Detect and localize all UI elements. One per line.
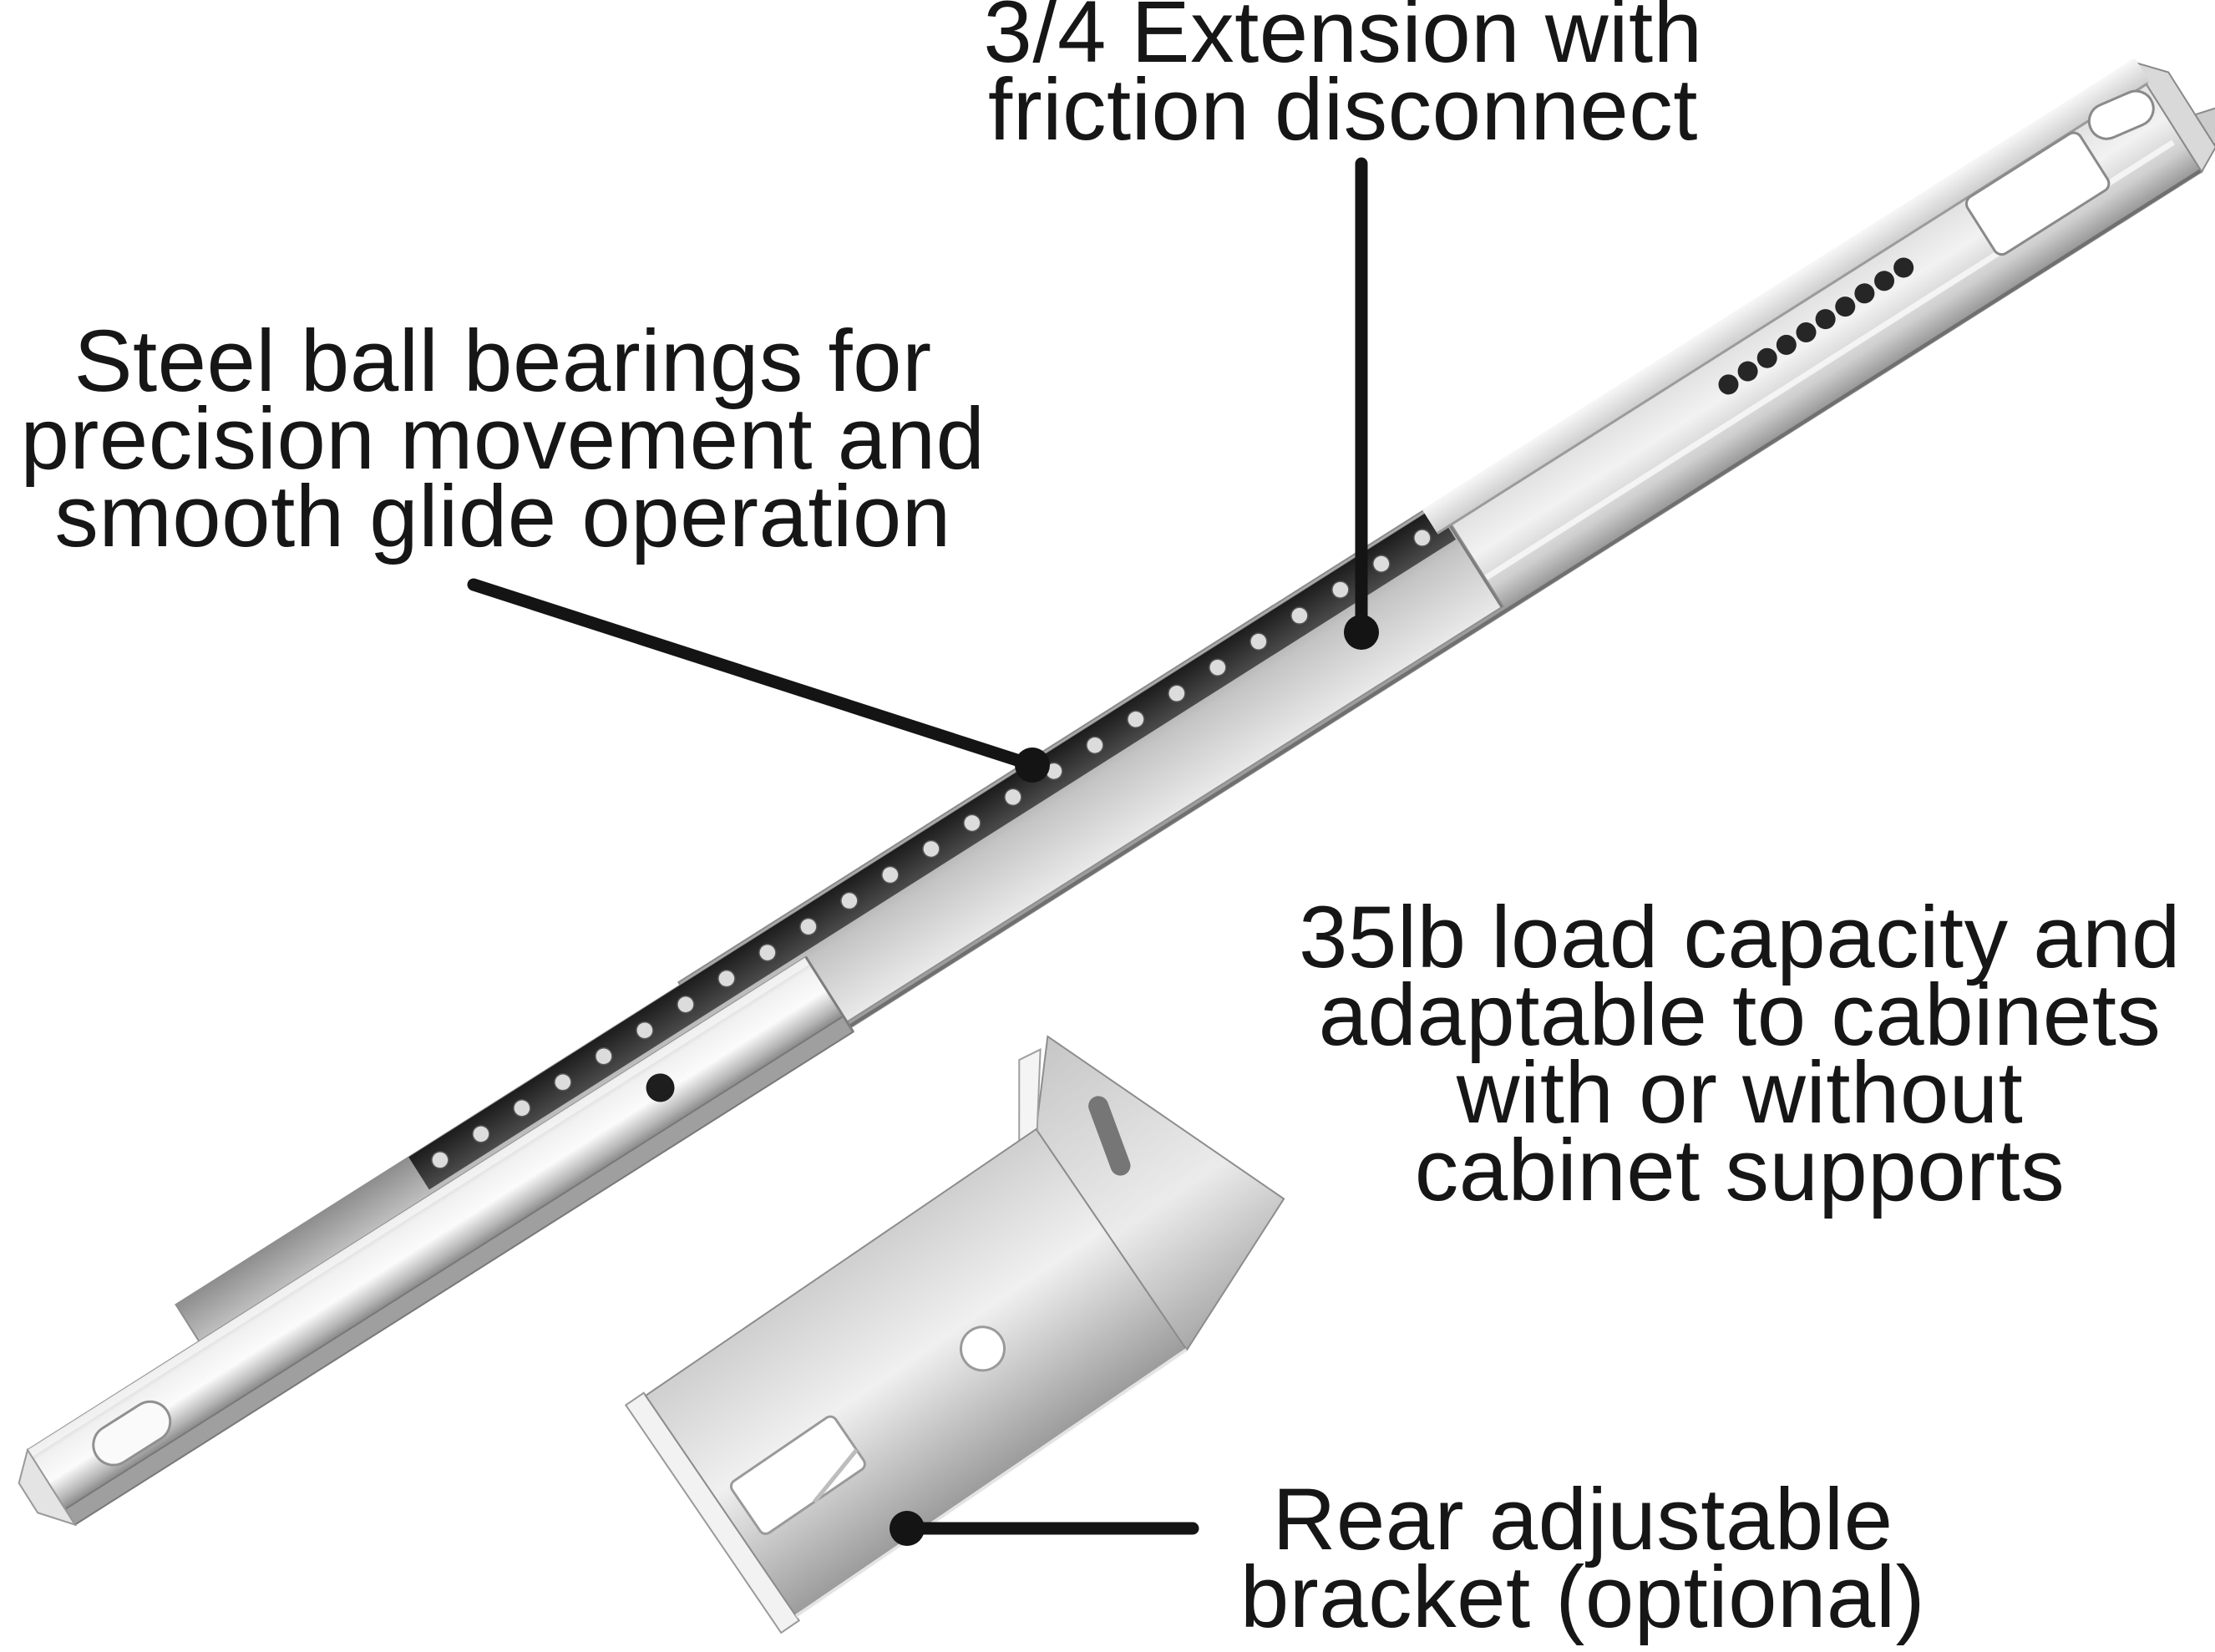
drawer-member <box>18 955 854 1527</box>
callout-dot-bracket <box>890 1511 925 1546</box>
annotation-line: friction disconnect <box>988 61 1698 159</box>
mounting-hole <box>646 1073 675 1102</box>
drawer-member-end-cap <box>18 1447 78 1527</box>
callout-dot-extension <box>1344 615 1379 650</box>
callouts <box>467 157 1379 1546</box>
callout-dot-bearings <box>1015 747 1050 783</box>
angled-slot <box>2087 89 2155 140</box>
annotation-line: adaptable to cabinets <box>1318 966 2162 1064</box>
bearings-annotation: Steel ball bearings for precision moveme… <box>20 312 986 565</box>
capacity-annotation: 35lb load capacity and adaptable to cabi… <box>1299 889 2181 1219</box>
rear-bracket <box>624 1035 1285 1634</box>
annotation-line: bracket (optional) <box>1239 1548 1926 1646</box>
annotation-line: with or without <box>1456 1044 2024 1142</box>
annotation-line: cabinet supports <box>1414 1122 2065 1219</box>
bracket-adjust-slot <box>729 1415 866 1535</box>
bracket-annotation: Rear adjustable bracket (optional) <box>1239 1471 1926 1646</box>
annotation-line: Rear adjustable <box>1272 1471 1893 1568</box>
slide-rail <box>18 58 2215 1527</box>
bracket-screw-hole <box>960 1325 1006 1372</box>
ball-bearing-race <box>408 506 1457 1190</box>
bracket-flange-slot <box>1088 1096 1131 1176</box>
callout-line-bearings <box>467 578 1039 772</box>
adjustment-holes <box>1718 257 1914 395</box>
window-cutout <box>1964 131 2111 256</box>
front-oval-slot <box>92 1400 172 1467</box>
annotation-line: 35lb load capacity and <box>1299 889 2181 986</box>
annotation-line: precision movement and <box>20 390 986 488</box>
annotation-line: Steel ball bearings for <box>73 312 932 410</box>
extension-annotation: 3/4 Extension with friction disconnect <box>983 0 1703 159</box>
annotation-line: smooth glide operation <box>54 468 951 565</box>
rail-end-face <box>2130 60 2215 174</box>
rail-end-tab <box>2193 104 2215 145</box>
ball-bearings <box>431 529 1432 1169</box>
annotation-line: 3/4 Extension with <box>983 0 1703 81</box>
